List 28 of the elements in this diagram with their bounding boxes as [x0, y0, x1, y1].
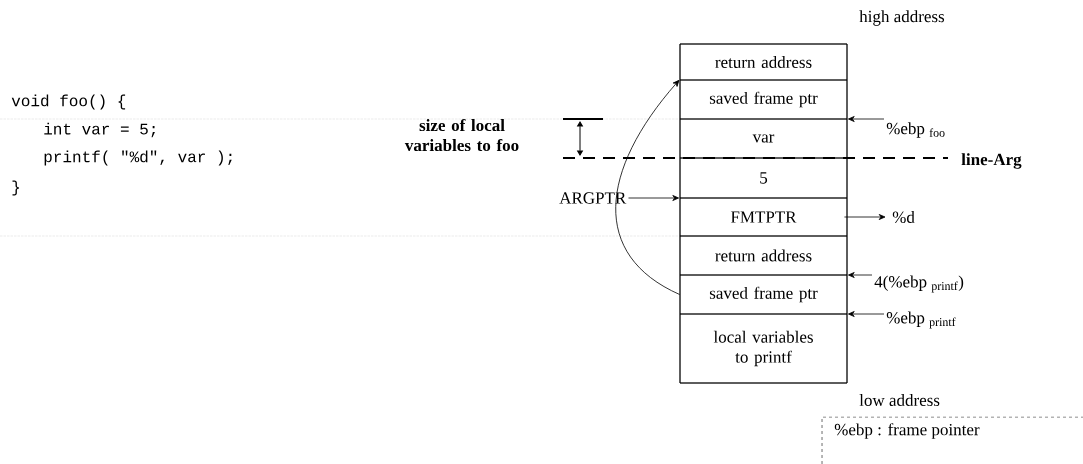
code-line: int var = 5;	[44, 122, 155, 138]
pointer-label: %d	[892, 211, 915, 223]
stack-cell: local variables to printf	[679, 313, 848, 384]
stack-cell: saved frame ptr	[679, 79, 848, 120]
stack-cell: return address	[679, 235, 848, 276]
stack-cell: return address	[679, 43, 848, 81]
arrow	[844, 214, 886, 220]
pointer-label: %ebp $_{printf}$	[886, 311, 956, 329]
arrow	[848, 116, 885, 122]
address-label: low address	[859, 394, 940, 406]
stack-cell: FMTPTR	[679, 197, 848, 237]
pointer-label: 4(%ebp $_{printf}$)	[874, 275, 964, 293]
stack-cell: var	[679, 118, 848, 159]
arrow	[848, 272, 873, 278]
pointer-label: ARGPTR	[559, 192, 627, 204]
arrow	[848, 311, 885, 317]
address-label: high address	[859, 10, 945, 26]
pointer-label: %ebp $_{foo}$	[886, 122, 945, 138]
legend-box: %ebp : frame pointer	[821, 416, 1083, 464]
stack-cell: saved frame ptr	[679, 274, 848, 315]
arrow	[628, 195, 679, 201]
code-line: void foo() {	[11, 94, 126, 110]
arrow	[615, 79, 680, 295]
code-line: }	[12, 180, 20, 196]
code-line: printf( "%d", var );	[44, 150, 232, 166]
annotation-label: size of local variables to foo	[404, 118, 519, 152]
stack-cell: 5	[679, 157, 848, 199]
annotation-label: line-Arg	[961, 153, 1022, 169]
